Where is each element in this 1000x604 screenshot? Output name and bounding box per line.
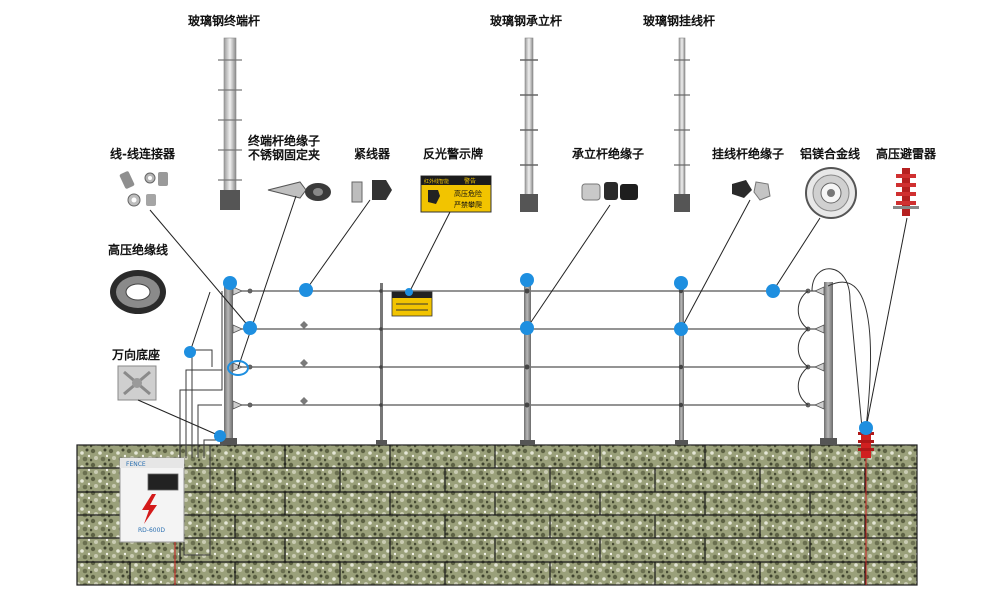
marker-tensioner bbox=[299, 283, 313, 297]
marker-hanging-insulator bbox=[674, 322, 688, 336]
lightning-bolt-icon bbox=[142, 494, 157, 524]
marker-bearing-insulator bbox=[520, 321, 534, 335]
universal-base-image bbox=[117, 365, 157, 401]
wire-tensioners bbox=[300, 321, 308, 405]
label-warning-sign: 反光警示牌 bbox=[423, 147, 484, 161]
label-terminal-pole: 玻璃钢终端杆 bbox=[188, 14, 261, 28]
controller-brand: FENCE bbox=[126, 461, 146, 468]
pulse-controller-box: FENCE RD-600D bbox=[119, 457, 185, 585]
fence-warning-sign bbox=[391, 291, 433, 317]
hanging-pole-image bbox=[674, 37, 690, 212]
thin-pole bbox=[376, 283, 387, 445]
marker-warning-sign bbox=[405, 288, 413, 296]
marker-arrester bbox=[859, 421, 873, 435]
label-terminal-insulator-line1: 终端杆绝缘子 bbox=[248, 134, 321, 148]
label-terminal-insulator-line2: 不锈钢固定夹 bbox=[248, 148, 321, 162]
marker-alloy-wire bbox=[766, 284, 780, 298]
sign-title: 警告 bbox=[464, 177, 476, 185]
label-hanging-pole: 玻璃钢挂线杆 bbox=[643, 14, 716, 28]
jumper-wires bbox=[797, 268, 871, 429]
marker-universal-base bbox=[214, 430, 226, 442]
sign-brand: 红外线智能 bbox=[424, 178, 449, 185]
terminal-insulator-image bbox=[267, 181, 331, 201]
alloy-wire-spool-image bbox=[805, 167, 857, 219]
label-terminal-insulator: 终端杆绝缘子 不锈钢固定夹 bbox=[248, 134, 320, 162]
label-tensioner: 紧线器 bbox=[354, 147, 391, 161]
marker-bearing-pole bbox=[520, 273, 534, 287]
controller-model: RD-600D bbox=[138, 527, 165, 534]
controller-display bbox=[147, 473, 179, 491]
wire-connector-image bbox=[119, 171, 168, 207]
left-terminal-insulators bbox=[232, 286, 253, 410]
hanging-pole bbox=[675, 280, 688, 445]
sign-line1: 高压危险 bbox=[454, 189, 482, 198]
hv-insulated-cables bbox=[179, 291, 223, 556]
terminal-pole-left bbox=[220, 282, 237, 445]
lightning-arrester-image bbox=[893, 168, 919, 216]
marker-terminal-pole bbox=[223, 276, 237, 290]
bearing-pole-image bbox=[520, 37, 538, 212]
right-terminal-insulators bbox=[805, 286, 825, 410]
sign-line2: 严禁攀爬 bbox=[454, 200, 482, 209]
marker-hanging-pole bbox=[674, 276, 688, 290]
label-universal-base: 万向底座 bbox=[112, 348, 161, 362]
hanging-insulator-image bbox=[732, 180, 771, 201]
hv-cable-roll-image bbox=[110, 270, 166, 314]
bearing-insulator-image bbox=[581, 182, 638, 201]
label-bearing-pole: 玻璃钢承立杆 bbox=[490, 14, 563, 28]
callout-markers bbox=[184, 273, 873, 442]
warning-sign-image: 红外线智能 警告 高压危险 严禁攀爬 bbox=[420, 175, 492, 213]
marker-hv-cable bbox=[184, 346, 196, 358]
label-hv-cable: 高压绝缘线 bbox=[108, 243, 169, 257]
label-alloy-wire: 铝镁合金线 bbox=[800, 147, 861, 161]
marker-terminal-insulator bbox=[227, 360, 249, 376]
label-lightning-arrester: 高压避雷器 bbox=[876, 147, 937, 161]
leader-lines bbox=[137, 195, 908, 437]
label-hanging-insulator: 挂线杆绝缘子 bbox=[712, 147, 785, 161]
label-wire-connector: 线-线连接器 bbox=[110, 147, 175, 161]
hand-warning-icon bbox=[428, 190, 440, 204]
tensioner-image bbox=[351, 180, 392, 203]
terminal-pole-right bbox=[820, 282, 837, 445]
bearing-pole bbox=[520, 280, 535, 445]
marker-wire-connector bbox=[243, 321, 257, 335]
label-bearing-insulator: 承立杆绝缘子 bbox=[572, 147, 645, 161]
stone-wall bbox=[76, 444, 918, 586]
terminal-pole-image bbox=[218, 37, 242, 210]
